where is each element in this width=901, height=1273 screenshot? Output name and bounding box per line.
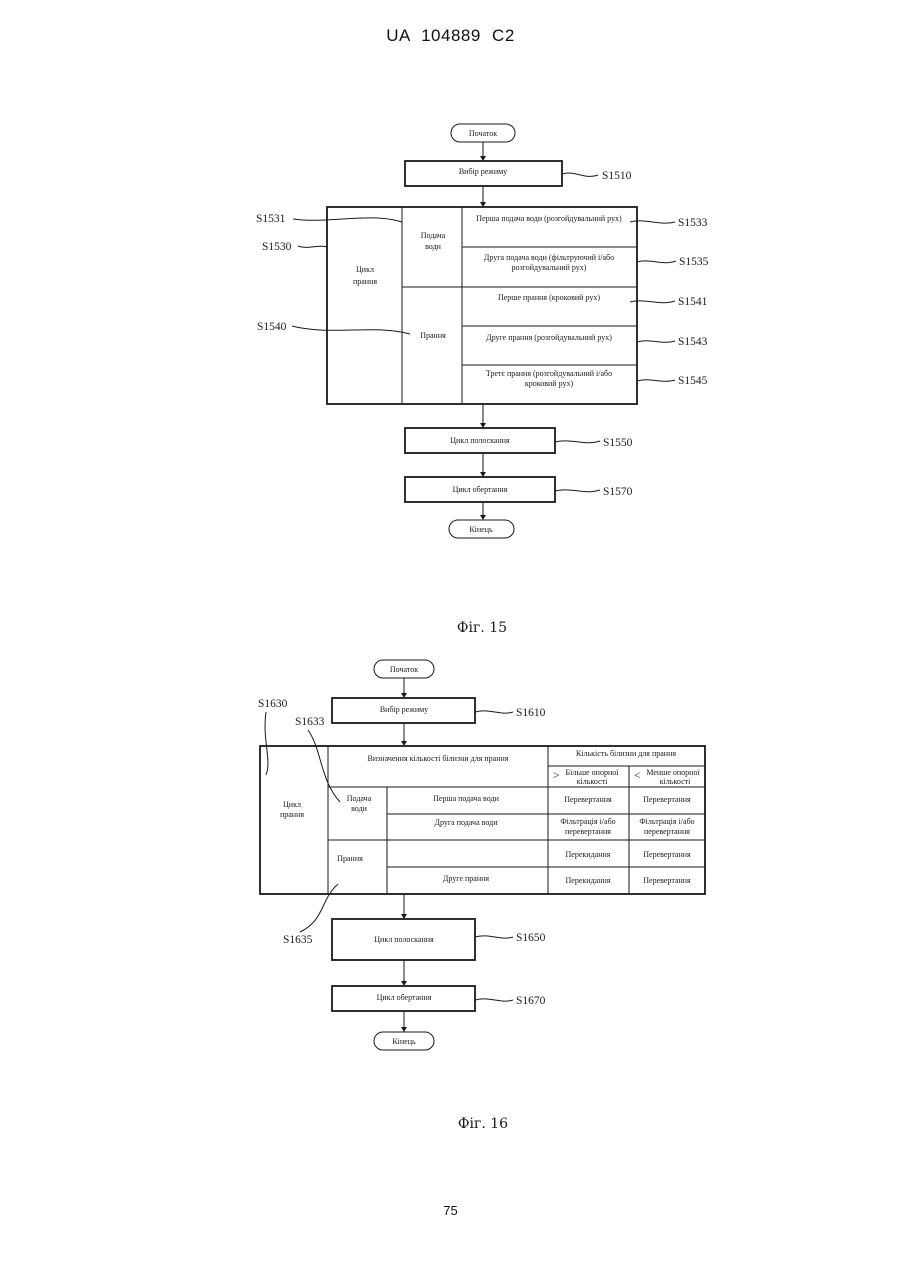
fig16-first-water: Перша подача води	[433, 794, 500, 803]
fig15-rinse-cycle-label: Цикл полоскання	[450, 436, 510, 445]
fig16-caption: Фіг. 16	[458, 1116, 508, 1132]
fig16-ref-s1635: S1635	[283, 934, 313, 946]
fig15-step-second-water-2: розгойдувальний рух)	[512, 263, 587, 272]
fig15-ref-s1535: S1535	[679, 256, 709, 268]
fig16-ref-s1630: S1630	[258, 698, 288, 710]
fig15-water-supply-label-2: води	[425, 242, 442, 251]
fig15-water-supply-label-1: Подача	[421, 231, 446, 240]
fig15-step-second-wash: Друге прання (розгойдувальний рух)	[486, 333, 612, 342]
fig16-row2-less-1: Фільтрація і/або	[639, 817, 694, 826]
fig15-step-third-wash-2: кроковий рух)	[525, 379, 574, 388]
fig16-ref-s1610: S1610	[516, 707, 546, 719]
fig15-ref-s1531: S1531	[256, 213, 286, 225]
fig16-greater-sign: >	[553, 770, 560, 782]
fig16-ref-s1650: S1650	[516, 932, 546, 944]
fig15-ref-s1543: S1543	[678, 336, 708, 348]
fig16-ref-s1633: S1633	[295, 716, 325, 728]
figure-16: Початок Вибір режиму S1610 Визначення кі…	[258, 660, 705, 1132]
fig15-mode-select-label: Вибір режиму	[459, 167, 507, 176]
fig16-row3-less: Перевертання	[643, 850, 691, 859]
fig15-ref-s1570: S1570	[603, 486, 633, 498]
fig15-step-third-wash-1: Третє прання (розгойдувальний і/або	[486, 369, 612, 378]
fig16-wash-cycle-label-2: прання	[280, 810, 304, 819]
fig16-more-than-ref-2: кількості	[577, 777, 608, 786]
fig16-wash-cycle-label-1: Цикл	[283, 800, 301, 809]
fig15-step-first-wash: Перше прання (кроковий рух)	[498, 293, 600, 302]
fig16-laundry-amount-determination: Визначення кількості білизни для прання	[368, 754, 509, 763]
fig15-ref-s1541: S1541	[678, 296, 708, 308]
fig16-end-label: Кінець	[392, 1037, 416, 1046]
fig16-start-label: Початок	[390, 665, 418, 674]
fig15-ref-s1530: S1530	[262, 241, 292, 253]
fig16-more-than-ref-1: Більше опорної	[566, 768, 620, 777]
fig15-end-label: Кінець	[469, 525, 493, 534]
fig16-rinse-cycle-label: Цикл полоскання	[374, 935, 434, 944]
fig16-less-sign: <	[634, 770, 641, 782]
fig15-wash-cycle-label-2: прання	[353, 277, 377, 286]
fig15-ref-s1533: S1533	[678, 217, 708, 229]
fig15-start-label: Початок	[469, 129, 497, 138]
fig16-second-wash: Друге прання	[443, 874, 489, 883]
figure-15: Початок Вибір режиму S1510 Цикл прання П…	[256, 124, 709, 636]
fig16-row4-less: Перевертання	[643, 876, 691, 885]
page-number: 75	[0, 1203, 901, 1218]
fig16-mode-select-label: Вибір режиму	[380, 705, 428, 714]
fig15-wash-cycle-label-1: Цикл	[356, 265, 374, 274]
fig16-row1-more: Перевертання	[564, 795, 612, 804]
fig16-row4-more: Перекидання	[566, 876, 611, 885]
fig15-ref-s1510: S1510	[602, 170, 632, 182]
fig16-second-water: Друга подача води	[435, 818, 499, 827]
fig16-spin-cycle-label: Цикл обертання	[377, 993, 432, 1002]
fig16-water-supply-label-2: води	[351, 804, 368, 813]
fig16-row2-more-2: перевертання	[565, 827, 611, 836]
fig16-laundry-amount-header: Кількість білизни для прання	[576, 749, 676, 758]
fig15-caption: Фіг. 15	[457, 620, 507, 636]
fig15-step-first-water: Перша подача води (розгойдувальний рух)	[476, 214, 622, 223]
fig15-ref-s1550: S1550	[603, 437, 633, 449]
fig16-washing-label: Прання	[337, 854, 363, 863]
fig16-row2-more-1: Фільтрація і/або	[560, 817, 615, 826]
fig16-water-supply-label-1: Подача	[347, 794, 372, 803]
fig16-less-than-ref-1: Менше опорної	[646, 768, 700, 777]
fig16-row3-more: Перекидання	[566, 850, 611, 859]
fig15-step-second-water-1: Друга подача води (фільтруючий і/або	[484, 253, 614, 262]
fig15-washing-label: Прання	[420, 331, 446, 340]
fig16-ref-s1670: S1670	[516, 995, 546, 1007]
fig15-ref-s1545: S1545	[678, 375, 708, 387]
fig16-row2-less-2: перевертання	[644, 827, 690, 836]
fig15-ref-s1540: S1540	[257, 321, 287, 333]
fig16-less-than-ref-2: кількості	[660, 777, 691, 786]
fig15-spin-cycle-label: Цикл обертання	[453, 485, 508, 494]
fig16-row1-less: Перевертання	[643, 795, 691, 804]
